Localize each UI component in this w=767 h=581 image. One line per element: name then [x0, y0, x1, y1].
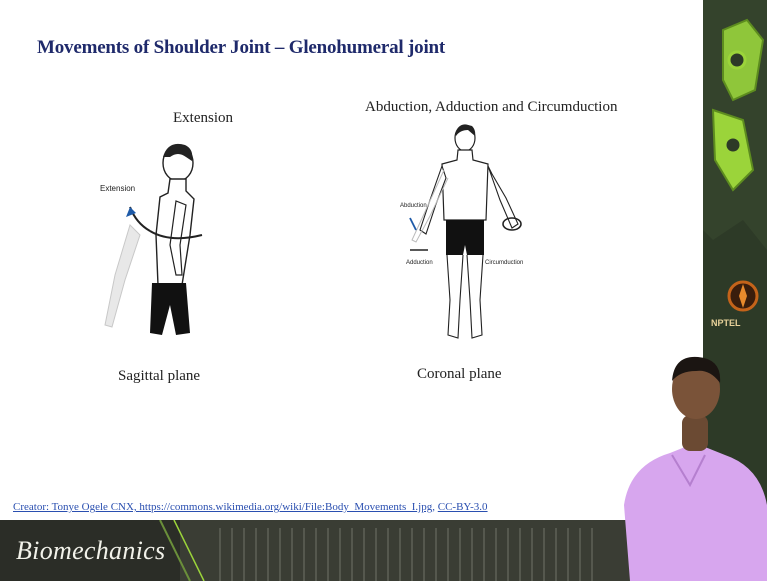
nptel-logo-text: NPTEL: [711, 318, 741, 328]
adduction-label: Adduction: [406, 260, 433, 266]
credit-license-link[interactable]: CC-BY-3.0: [438, 501, 488, 513]
abduction-heading: Abduction, Adduction and Circumduction: [365, 99, 617, 116]
slide-title: Movements of Shoulder Joint – Glenohumer…: [37, 37, 445, 59]
coronal-figure: [400, 120, 530, 355]
image-credit: Creator: Tonye Ogele CNX, https://common…: [13, 501, 488, 513]
extension-heading: Extension: [173, 110, 233, 127]
credit-url-link[interactable]: https://commons.wikimedia.org/wiki/File:…: [139, 501, 432, 513]
presenter-video: [610, 355, 767, 581]
coronal-plane-caption: Coronal plane: [417, 366, 502, 383]
extension-figure-label: Extension: [100, 184, 135, 193]
circumduction-label: Circumduction: [485, 260, 523, 266]
sagittal-plane-caption: Sagittal plane: [118, 368, 200, 385]
slide: Movements of Shoulder Joint – Glenohumer…: [0, 0, 703, 520]
abduction-label: Abduction: [400, 203, 427, 209]
course-brand: Biomechanics: [16, 536, 165, 566]
extension-figure: [90, 135, 220, 350]
credit-creator-link[interactable]: Creator: Tonye Ogele CNX,: [13, 501, 139, 513]
